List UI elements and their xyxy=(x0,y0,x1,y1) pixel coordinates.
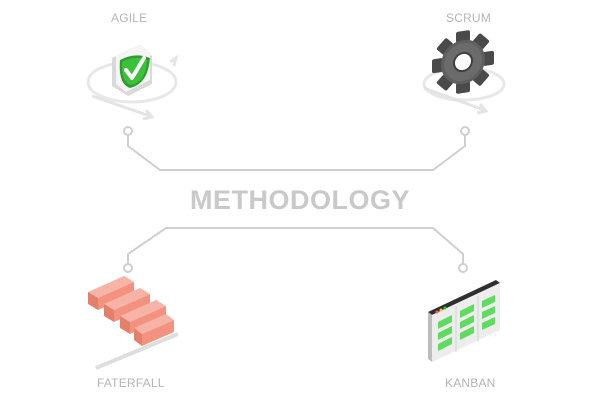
window-dot-yellow xyxy=(439,308,443,312)
gear-icon xyxy=(422,30,506,115)
waterfall-steps-icon xyxy=(88,276,179,370)
connector-lines xyxy=(127,131,466,268)
connector-scrum xyxy=(300,131,466,171)
node-dot-waterfall xyxy=(123,263,133,273)
scrum-label: SCRUM xyxy=(446,11,491,25)
window-dot-red xyxy=(435,310,439,314)
connector-kanban xyxy=(300,227,464,268)
waterfall-step-4 xyxy=(134,314,174,346)
node-dot-scrum xyxy=(460,126,470,136)
node-dot-kanban xyxy=(458,263,468,273)
waterfall-step-3 xyxy=(120,300,166,334)
connector-nodes xyxy=(123,126,470,273)
connector-agile xyxy=(127,131,300,171)
checkmark-icon xyxy=(86,44,179,121)
diagram-title: METHODOLOGY xyxy=(190,185,410,215)
waterfall-label: FATERFALL xyxy=(97,376,165,390)
kanban-cards xyxy=(438,295,495,351)
kanban-label: KANBAN xyxy=(445,376,496,390)
agile-label: AGILE xyxy=(111,11,148,25)
connector-waterfall xyxy=(127,227,300,268)
kanban-board-icon xyxy=(428,280,500,362)
window-dot-green xyxy=(443,306,447,310)
node-dot-agile xyxy=(123,126,133,136)
